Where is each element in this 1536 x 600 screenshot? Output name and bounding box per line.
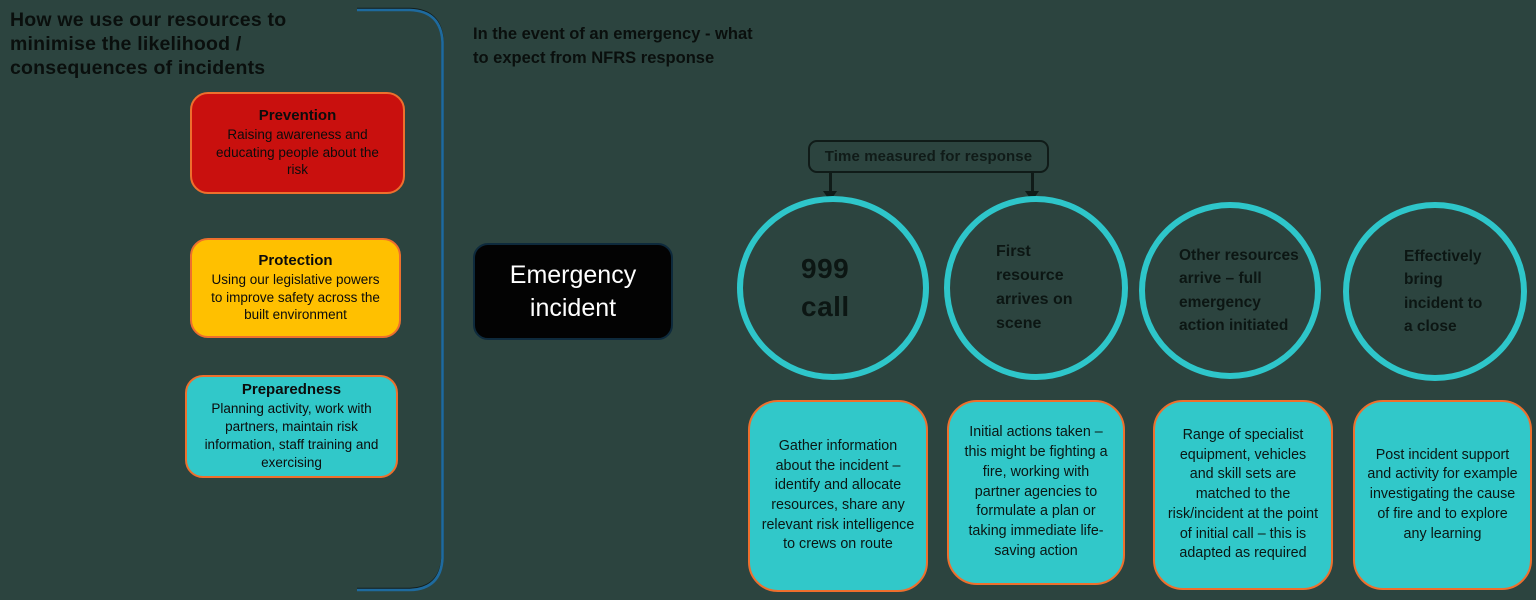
stage-circle-label: Effectively bring incident to a close (1404, 248, 1483, 335)
time-measured-label: Time measured for response (808, 140, 1049, 173)
stage-circle-label: First resource arrives on scene (996, 243, 1073, 332)
stage-detail-text: Initial actions taken – this might be fi… (964, 424, 1108, 559)
stage-detail-box-3: Range of specialist equipment, vehicles … (1153, 400, 1333, 590)
prevention-body: Raising awareness and educating people a… (216, 126, 379, 178)
stage-circle-first-resource: First resource arrives on scene (944, 196, 1128, 380)
prevention-title: Prevention (258, 106, 337, 124)
protection-body: Using our legislative powers to improve … (211, 271, 380, 323)
down-arrow-left (829, 172, 832, 191)
stage-detail-box-4: Post incident support and activity for e… (1353, 400, 1532, 590)
stage-circle-other-resources: Other resources arrive – full emergency … (1139, 202, 1321, 379)
stage-circle-999-call: 999 call (737, 196, 929, 380)
protection-title: Protection (258, 251, 333, 269)
preparedness-box: Preparedness Planning activity, work wit… (185, 375, 398, 478)
stage-detail-text: Range of specialist equipment, vehicles … (1167, 426, 1319, 562)
right-section-title: In the event of an emergency - what to e… (473, 25, 753, 67)
emergency-incident-box: Emergency incident (473, 243, 673, 340)
stage-circle-label: 999 call (801, 253, 850, 322)
protection-box: Protection Using our legislative powers … (190, 238, 401, 338)
down-arrow-right (1031, 172, 1034, 191)
stage-circle-label: Other resources arrive – full emergency … (1179, 247, 1299, 334)
stage-detail-box-1: Gather information about the incident – … (748, 400, 928, 592)
prevention-box: Prevention Raising awareness and educati… (190, 92, 405, 194)
preparedness-body: Planning activity, work with partners, m… (204, 401, 379, 470)
stage-detail-text: Post incident support and activity for e… (1367, 446, 1518, 542)
preparedness-title: Preparedness (241, 381, 342, 399)
left-section-title: How we use our resources to minimise the… (10, 9, 287, 79)
stage-detail-box-2: Initial actions taken – this might be fi… (947, 400, 1125, 585)
stage-detail-text: Gather information about the incident – … (761, 437, 915, 553)
stage-circle-close-incident: Effectively bring incident to a close (1343, 202, 1527, 381)
